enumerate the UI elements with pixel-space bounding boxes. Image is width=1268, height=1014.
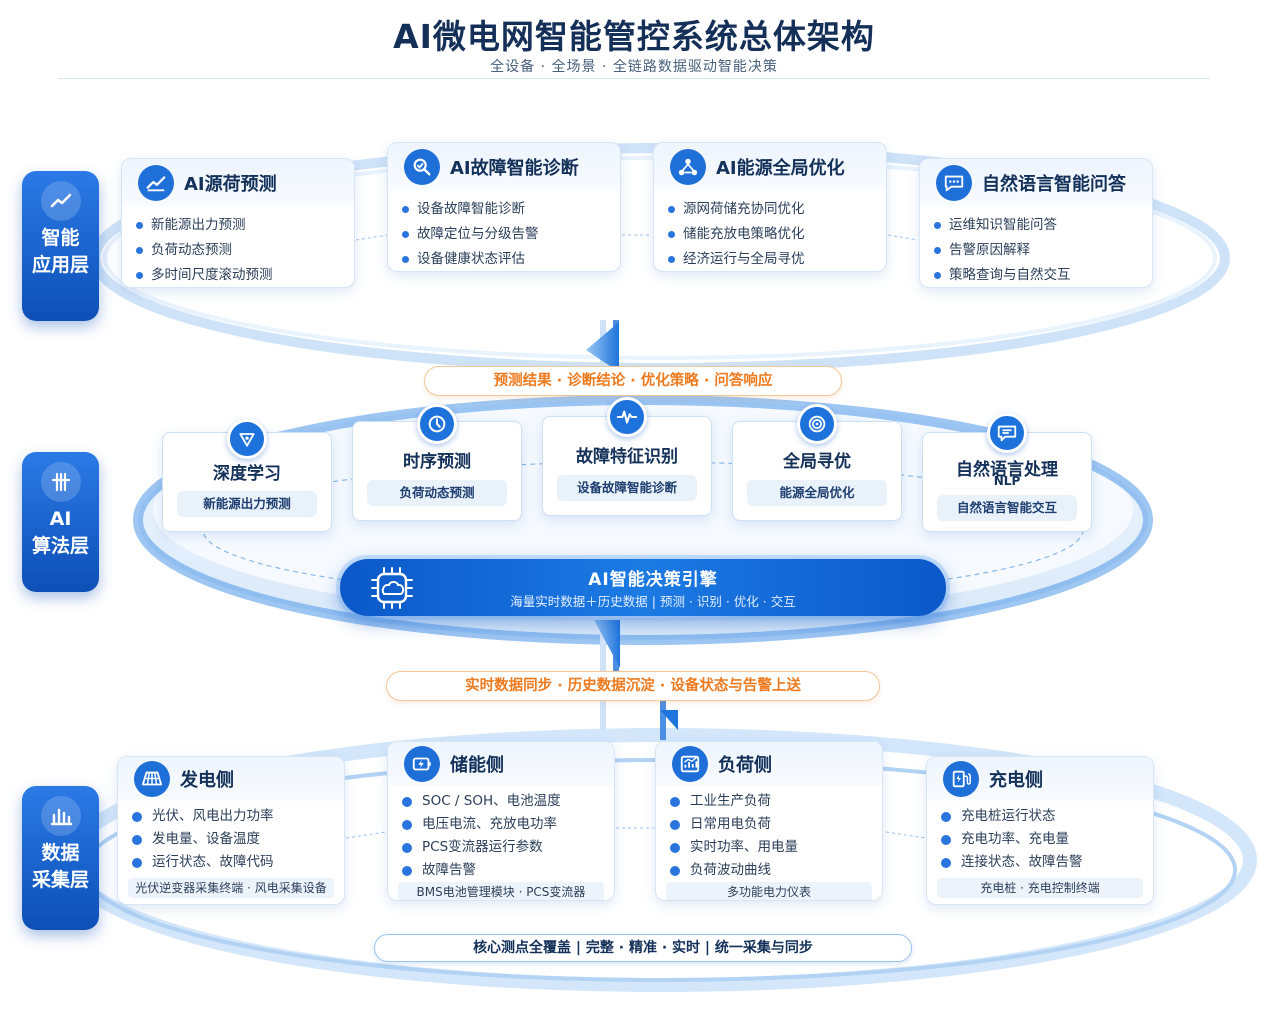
list-item: 运维知识智能问答	[934, 213, 1152, 238]
algo-card-fault-feature: 故障特征识别 设备故障智能诊断	[542, 397, 712, 516]
neural-triangle-icon	[227, 419, 267, 459]
card-title: 充电侧	[989, 770, 1043, 791]
waveform-icon	[607, 397, 647, 437]
page-title: AI微电网智能管控系统总体架构	[393, 17, 875, 56]
card-title: AI能源全局优化	[716, 158, 845, 179]
list-item: 充电桩运行状态	[941, 805, 1153, 828]
chat-bubble-icon	[936, 165, 972, 201]
target-icon	[797, 404, 837, 444]
app-card-fault-diagnosis: AI故障智能诊断 设备故障智能诊断 故障定位与分级告警 设备健康状态评估	[387, 142, 621, 272]
algo-card-deep-learning: 深度学习 新能源出力预测	[162, 419, 332, 532]
list-item: 故障告警	[402, 859, 614, 882]
list-item: 充电功率、充电量	[941, 828, 1153, 851]
trend-chart-icon	[40, 181, 81, 221]
list-item: PCS变流器运行参数	[402, 836, 614, 859]
layer-name: 采集层	[31, 869, 89, 891]
card-title: 储能侧	[450, 755, 504, 776]
algo-pill: 自然语言智能交互	[937, 495, 1077, 521]
device-footer: BMS电池管理模块 · PCS变流器	[398, 882, 604, 900]
list-item: 负荷波动曲线	[670, 859, 882, 882]
card-title: AI源荷预测	[184, 174, 277, 195]
layer-name: AI	[49, 508, 72, 530]
list-item: 告警原因解释	[934, 238, 1152, 263]
chat-box-icon	[987, 413, 1027, 453]
hash-grid-icon	[40, 462, 81, 502]
up-arrow	[586, 322, 619, 372]
list-item: 多时间尺度滚动预测	[136, 263, 354, 287]
coverage-banner: 核心测点全覆盖 | 完整 · 精准 · 实时 | 统一采集与同步	[374, 934, 912, 962]
list-item: 设备健康状态评估	[402, 247, 620, 271]
network-nodes-icon	[670, 149, 706, 185]
list-item: SOC / SOH、电池温度	[402, 790, 614, 813]
list-item: 日常用电负荷	[670, 813, 882, 836]
solar-panel-icon	[134, 761, 170, 797]
list-item: 电压电流、充放电功率	[402, 813, 614, 836]
list-item: 负荷动态预测	[136, 238, 354, 263]
algo-subtitle: NLP	[993, 474, 1021, 488]
bar-chart-icon	[40, 796, 81, 836]
layer-badge-application: 智能 应用层	[22, 171, 99, 321]
algo-pill: 能源全局优化	[747, 480, 887, 506]
device-footer: 充电桩 · 充电控制终端	[937, 878, 1143, 898]
layer-name: 智能	[41, 227, 80, 249]
ai-chip-icon	[371, 567, 413, 609]
algo-card-nlp: 自然语言处理 NLP 自然语言智能交互	[922, 413, 1092, 532]
list-item: 光伏、风电出力功率	[132, 805, 344, 828]
battery-bolt-icon	[404, 746, 440, 782]
algo-card-global-search: 全局寻优 能源全局优化	[732, 404, 902, 521]
data-card-storage: 储能侧 SOC / SOH、电池温度 电压电流、充放电功率 PCS变流器运行参数…	[387, 741, 615, 901]
sync-banner: 实时数据同步 · 历史数据沉淀 · 设备状态与告警上送	[386, 671, 880, 701]
algo-title: 故障特征识别	[576, 447, 678, 467]
list-item: 源网荷储充协同优化	[668, 197, 886, 222]
engine-subtitle: 海量实时数据＋历史数据 | 预测 · 识别 · 优化 · 交互	[510, 594, 796, 609]
list-item: 策略查询与自然交互	[934, 263, 1152, 287]
device-footer: 多功能电力仪表	[666, 882, 872, 900]
page-subtitle: 全设备 · 全场景 · 全链路数据驱动智能决策	[490, 59, 778, 75]
ai-decision-engine: AI智能决策引擎 海量实时数据＋历史数据 | 预测 · 识别 · 优化 · 交互	[340, 559, 946, 616]
clock-icon	[417, 404, 457, 444]
list-item: 储能充放电策略优化	[668, 222, 886, 247]
layer-name: 数据	[41, 842, 80, 864]
data-card-generation: 发电侧 光伏、风电出力功率 发电量、设备温度 运行状态、故障代码 光伏逆变器采集…	[117, 756, 345, 905]
list-item: 工业生产负荷	[670, 790, 882, 813]
engine-title: AI智能决策引擎	[588, 570, 718, 590]
trend-chart-icon	[138, 165, 174, 201]
algo-title: 自然语言处理	[956, 460, 1058, 480]
list-item: 发电量、设备温度	[132, 828, 344, 851]
load-chart-icon	[672, 746, 708, 782]
data-card-charging: 充电侧 充电桩运行状态 充电功率、充电量 连接状态、故障告警 充电桩 · 充电控…	[926, 756, 1154, 905]
list-item: 新能源出力预测	[136, 213, 354, 238]
layer-name: 算法层	[31, 535, 89, 557]
list-item: 设备故障智能诊断	[402, 197, 620, 222]
data-card-load: 负荷侧 工业生产负荷 日常用电负荷 实时功率、用电量 负荷波动曲线 多功能电力仪…	[655, 741, 883, 901]
device-footer: 光伏逆变器采集终端 · 风电采集设备	[128, 878, 334, 898]
card-title: 负荷侧	[718, 755, 772, 776]
algo-card-time-series: 时序预测 负荷动态预测	[352, 404, 522, 521]
app-card-nl-qa: 自然语言智能问答 运维知识智能问答 告警原因解释 策略查询与自然交互	[919, 158, 1153, 288]
layer-badge-algorithm: AI 算法层	[22, 452, 99, 592]
list-item: 故障定位与分级告警	[402, 222, 620, 247]
algo-pill: 新能源出力预测	[177, 491, 317, 517]
output-banner: 预测结果 · 诊断结论 · 优化策略 · 问答响应	[424, 366, 842, 396]
card-title: 自然语言智能问答	[982, 174, 1126, 195]
layer-badge-data: 数据 采集层	[22, 786, 99, 930]
list-item: 实时功率、用电量	[670, 836, 882, 859]
list-item: 连接状态、故障告警	[941, 851, 1153, 874]
algo-title: 时序预测	[403, 452, 471, 472]
title-divider	[58, 78, 1210, 79]
app-card-global-optimization: AI能源全局优化 源网荷储充协同优化 储能充放电策略优化 经济运行与全局寻优	[653, 142, 887, 272]
algo-pill: 设备故障智能诊断	[557, 475, 697, 501]
list-item: 经济运行与全局寻优	[668, 247, 886, 271]
app-card-source-load-forecast: AI源荷预测 新能源出力预测 负荷动态预测 多时间尺度滚动预测	[121, 158, 355, 288]
layer-name: 应用层	[31, 254, 89, 276]
magnifier-check-icon	[404, 149, 440, 185]
charging-pile-icon	[943, 761, 979, 797]
algo-title: 深度学习	[213, 464, 281, 484]
algo-pill: 负荷动态预测	[367, 480, 507, 506]
card-title: AI故障智能诊断	[450, 158, 579, 179]
list-item: 运行状态、故障代码	[132, 851, 344, 874]
card-title: 发电侧	[180, 770, 234, 791]
algo-title: 全局寻优	[783, 452, 851, 472]
